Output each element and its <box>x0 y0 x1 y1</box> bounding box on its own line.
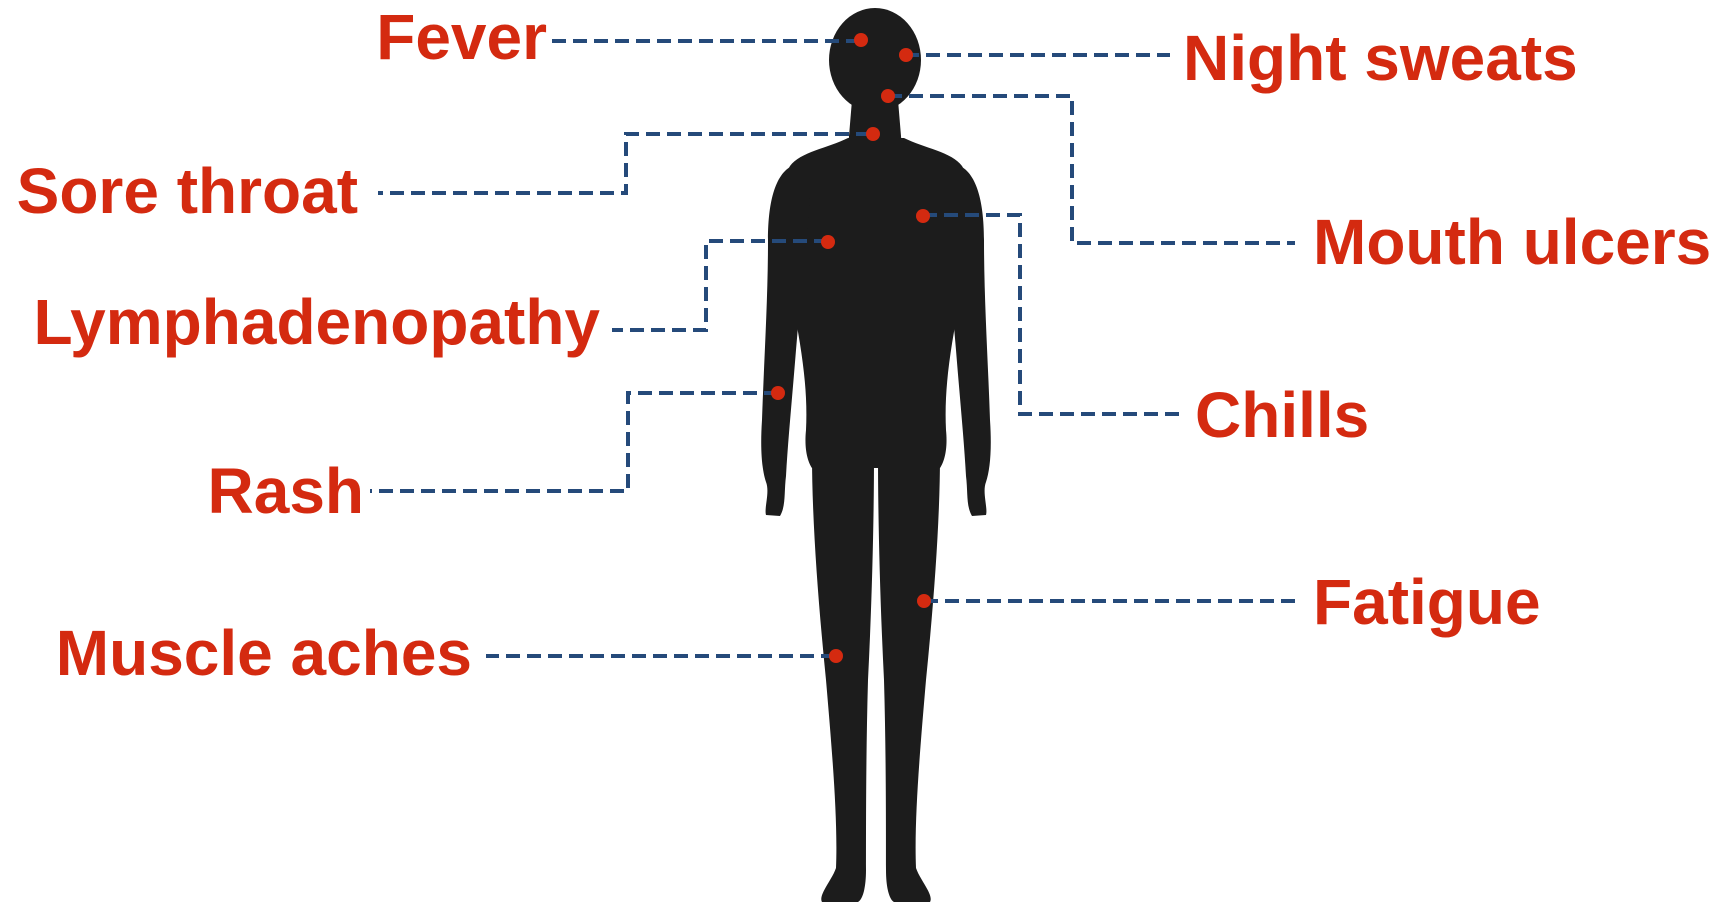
label-night-sweats: Night sweats <box>1183 22 1578 94</box>
human-body-silhouette <box>761 8 991 902</box>
label-fatigue: Fatigue <box>1313 566 1541 638</box>
leader-rash <box>370 393 778 491</box>
label-chills: Chills <box>1195 379 1369 451</box>
marker-mouth-ulcers <box>881 89 895 103</box>
label-sore-throat: Sore throat <box>17 155 358 227</box>
marker-sore-throat <box>866 127 880 141</box>
label-rash: Rash <box>208 455 365 527</box>
label-mouth-ulcers: Mouth ulcers <box>1313 206 1711 278</box>
label-muscle-aches: Muscle aches <box>56 617 472 689</box>
marker-fever <box>854 33 868 47</box>
right-leg-shape <box>878 455 940 902</box>
marker-night-sweats <box>899 48 913 62</box>
marker-fatigue <box>917 594 931 608</box>
label-fever: Fever <box>376 1 547 73</box>
marker-chills <box>916 209 930 223</box>
marker-muscle-aches <box>829 649 843 663</box>
torso-shape <box>782 138 970 468</box>
label-lymphadenopathy: Lymphadenopathy <box>33 286 600 358</box>
marker-lymphadenopathy <box>821 235 835 249</box>
left-leg-shape <box>812 455 874 902</box>
marker-rash <box>771 386 785 400</box>
